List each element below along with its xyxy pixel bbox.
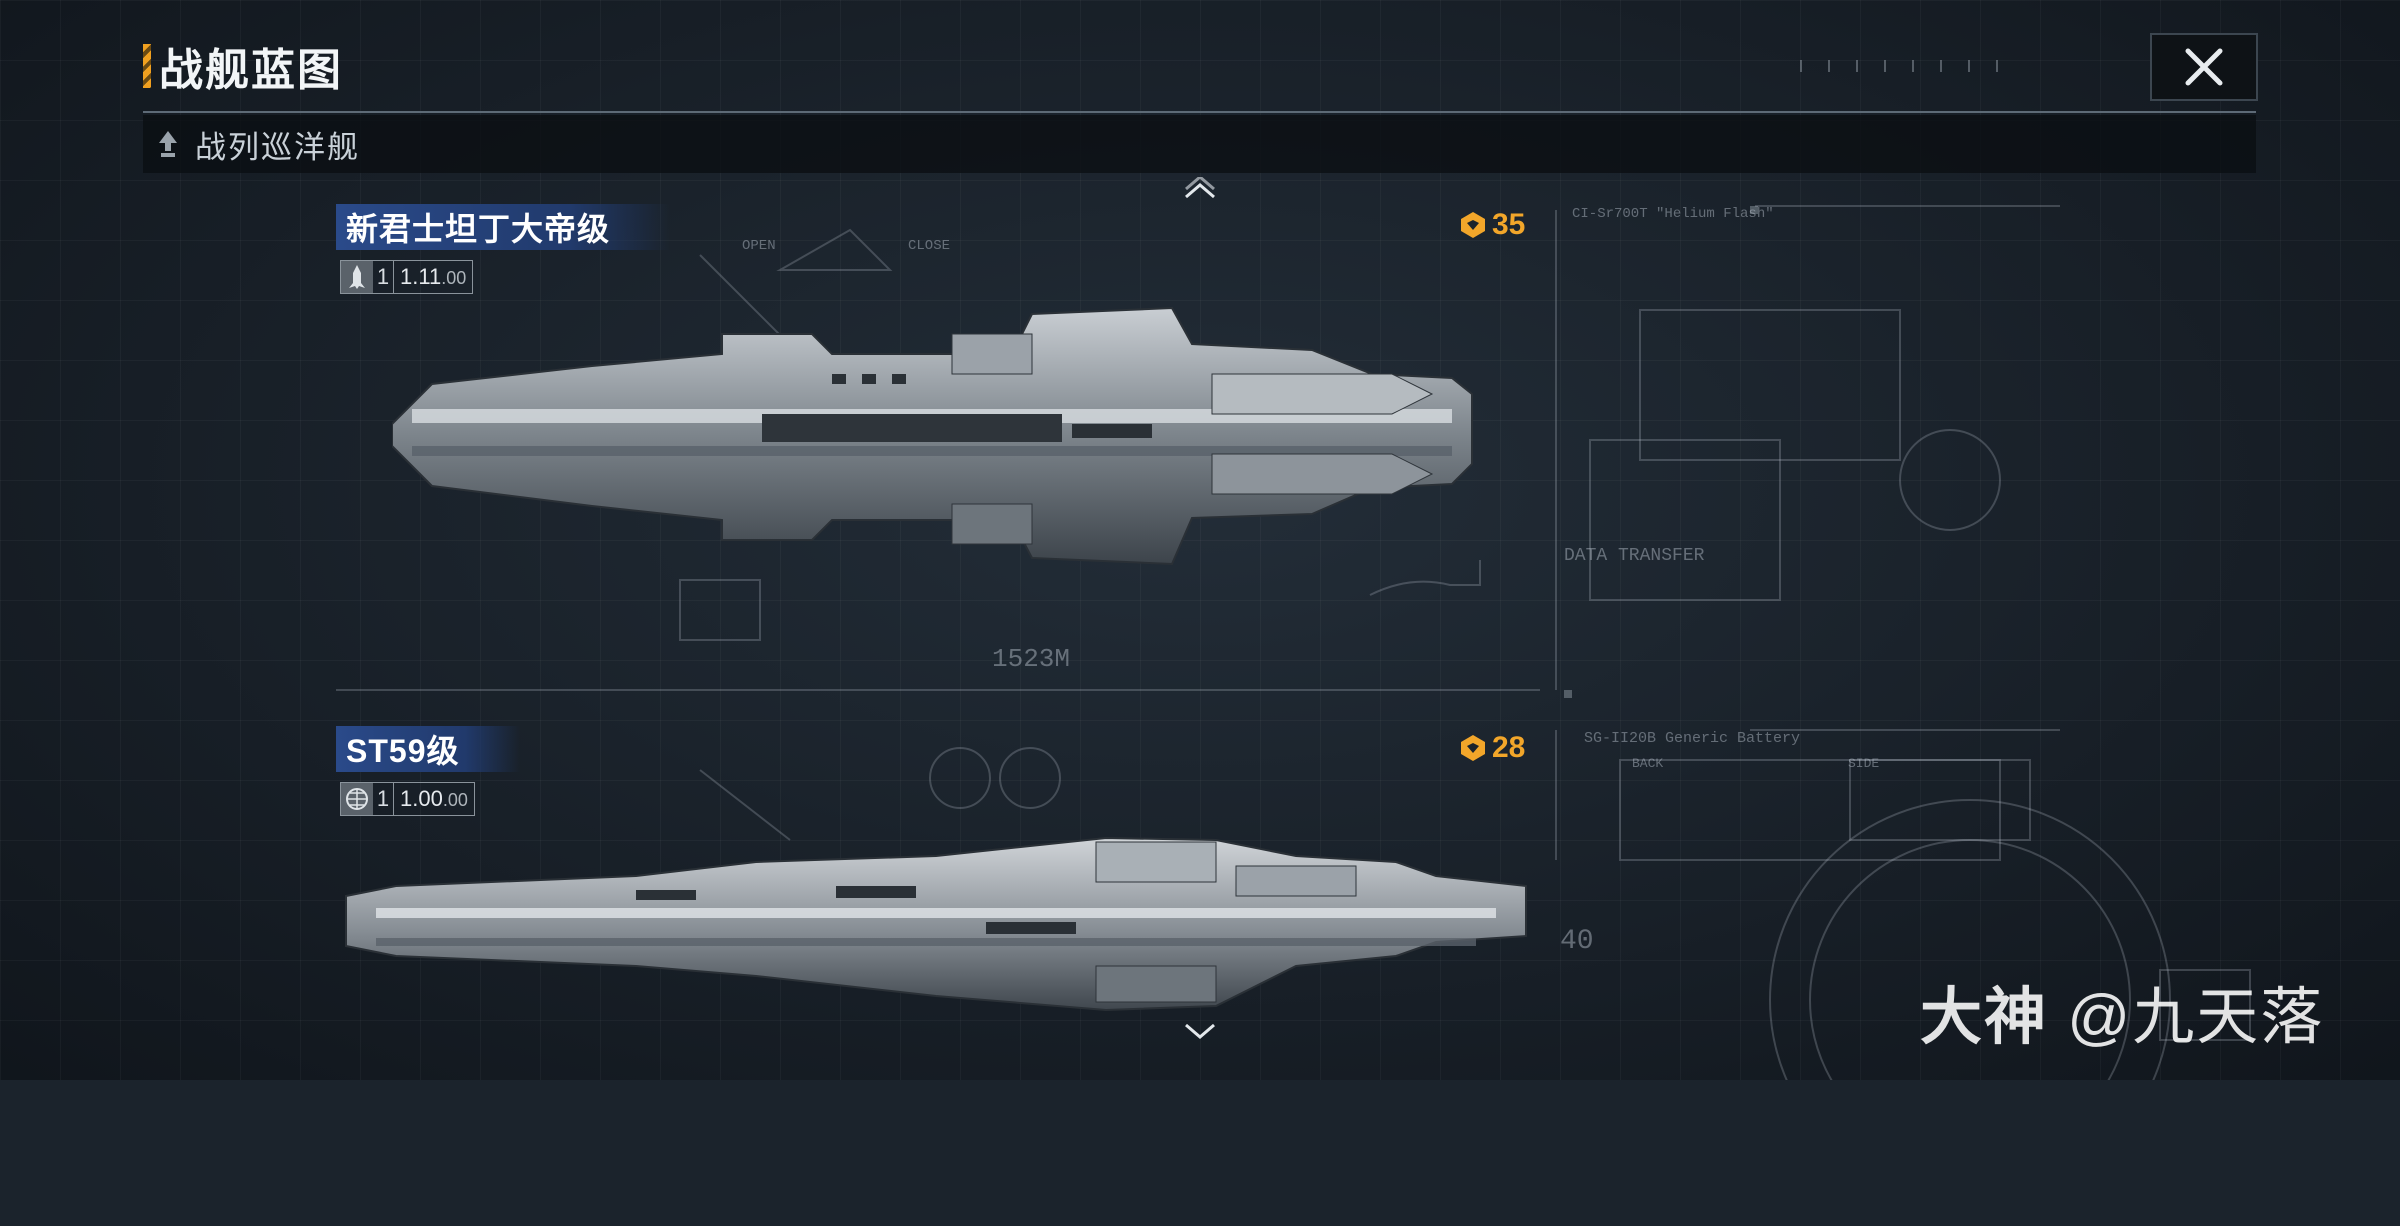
- category-label: 战列巡洋舰: [195, 129, 360, 165]
- resource-icon: [1461, 735, 1485, 761]
- watermark-brand: 大神: [1920, 983, 2049, 1052]
- watermark: 大神 @九天落: [1920, 966, 2324, 1056]
- rocket-icon: [341, 261, 373, 293]
- header-divider: [143, 111, 2256, 113]
- ship-version: 1.11.00: [394, 261, 472, 293]
- scroll-up-button[interactable]: [1180, 176, 1220, 202]
- ship-image: [345, 836, 1527, 1012]
- ship-name-tag: ST59级: [336, 726, 520, 772]
- module-b-label: SG-II20B Generic Battery: [1584, 730, 1801, 747]
- module-a-label: CI-Sr700T "Helium Flash": [1572, 206, 1774, 222]
- chevron-up-icon: [1185, 177, 1215, 199]
- ship-version-suffix: .00: [441, 268, 467, 288]
- ship-version: 1.00.00: [394, 783, 474, 815]
- length-readout: 1523M: [992, 644, 1071, 674]
- cost-value: 28: [1492, 731, 1526, 764]
- globe-icon: [341, 783, 373, 815]
- close-icon: [2185, 48, 2223, 86]
- chevron-down-icon: [1185, 1023, 1215, 1039]
- back-label: BACK: [1632, 756, 1664, 771]
- close-label: CLOSE: [908, 238, 951, 254]
- ship-name: ST59级: [346, 733, 460, 769]
- decorative-ticks: [1800, 60, 2020, 72]
- resource-icon: [1461, 212, 1485, 238]
- ship-version-major: 1.11: [400, 264, 442, 289]
- page-title: 战舰蓝图: [159, 46, 343, 95]
- cost-value: 35: [1492, 208, 1526, 241]
- ship-stats: 1 1.00.00: [340, 782, 475, 816]
- cost-badge: 35: [1458, 208, 1525, 242]
- ship-image: [392, 306, 1473, 566]
- ship-class-icon: [157, 129, 179, 159]
- ship-card[interactable]: 新君士坦丁大帝级 1 1.11.00: [336, 204, 1536, 704]
- ship-name-tag: 新君士坦丁大帝级: [336, 204, 671, 250]
- ship-version-major: 1.00: [400, 786, 443, 811]
- ship-count: 1: [373, 783, 394, 815]
- ship-stats: 1 1.11.00: [340, 260, 474, 294]
- title-bar: 战舰蓝图: [143, 38, 343, 95]
- side-label: SIDE: [1848, 756, 1880, 771]
- ship-card[interactable]: ST59级 1 1.00.00: [336, 726, 1536, 1226]
- close-button[interactable]: [2150, 33, 2258, 101]
- cost-badge: 28: [1458, 731, 1525, 765]
- category-bar[interactable]: 战列巡洋舰: [143, 115, 2256, 173]
- title-accent: [143, 44, 151, 88]
- ship-name: 新君士坦丁大帝级: [346, 211, 611, 247]
- open-label: OPEN: [742, 238, 776, 254]
- data-transfer-label: DATA TRANSFER: [1564, 546, 1705, 566]
- watermark-handle: @九天落: [2067, 983, 2325, 1052]
- gauge-label: 40: [1560, 926, 1594, 957]
- blueprint-decoration: [336, 205, 2251, 1080]
- ship-count: 1: [373, 261, 394, 293]
- scroll-down-button[interactable]: [1180, 1020, 1220, 1046]
- ship-version-suffix: .00: [442, 790, 468, 810]
